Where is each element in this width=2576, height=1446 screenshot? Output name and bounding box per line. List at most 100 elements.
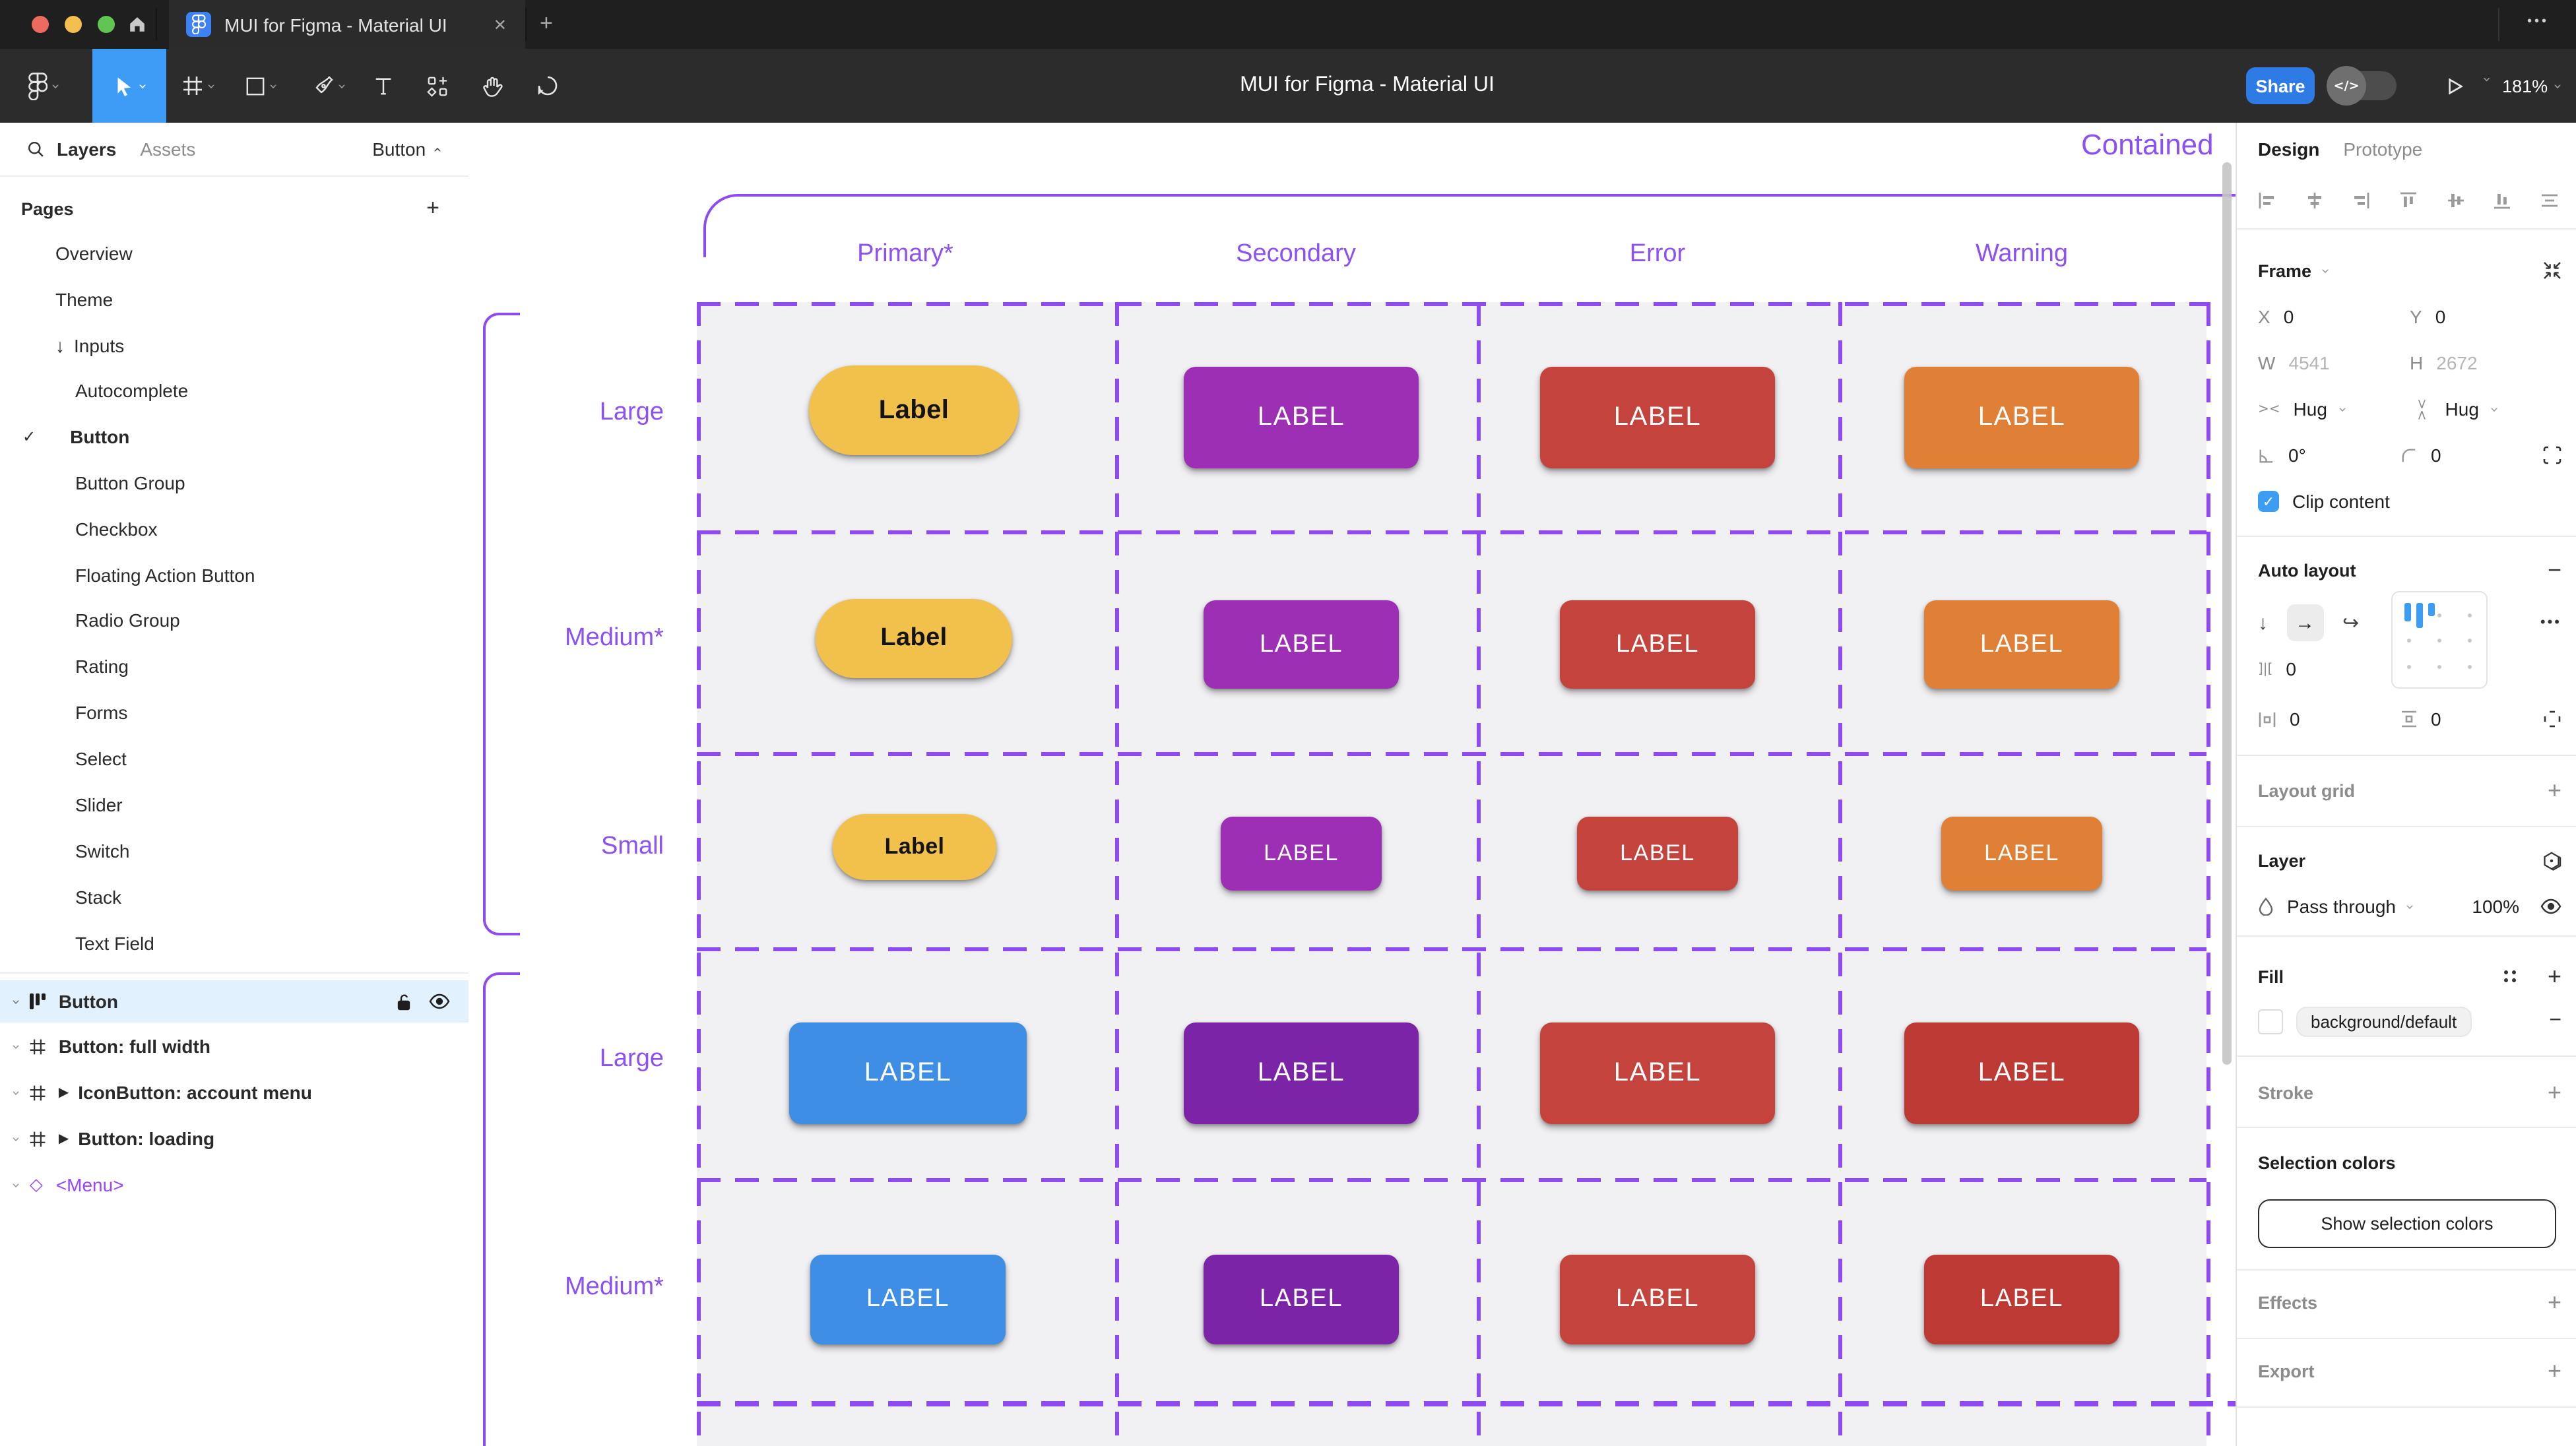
button-small-warning[interactable]: LABEL (1941, 817, 2102, 891)
horizontal-resizing-field[interactable]: >< Hug› (2258, 398, 2352, 420)
button-large-warning[interactable]: LABEL (1904, 367, 2139, 468)
present-chevron-icon[interactable]: › (2478, 77, 2496, 82)
page-item-autocomplete[interactable]: Autocomplete (75, 380, 189, 401)
present-button[interactable] (2435, 49, 2474, 123)
move-tool-selected[interactable]: › (92, 49, 166, 123)
main-menu-button[interactable]: › (13, 49, 74, 123)
button-large-warning-2[interactable]: LABEL (1904, 1022, 2139, 1124)
gap-field[interactable]: ]|[ 0 (2258, 658, 2296, 679)
window-close-button[interactable] (32, 16, 49, 33)
hand-tool[interactable] (467, 49, 517, 123)
comment-tool[interactable] (523, 49, 573, 123)
horizontal-padding-field[interactable]: 0 (2258, 708, 2400, 730)
vertical-padding-field[interactable]: 0 (2400, 708, 2543, 730)
add-layout-grid-button[interactable]: + (2547, 776, 2561, 803)
alignment-widget[interactable] (2391, 591, 2488, 689)
clip-content-checkbox[interactable]: ✓ (2258, 491, 2279, 512)
clip-content-row[interactable]: ✓ Clip content (2258, 483, 2561, 520)
button-large-primary-2[interactable]: LABEL (789, 1022, 1027, 1124)
fill-token-chip[interactable]: background/default (2296, 1006, 2472, 1036)
window-zoom-button[interactable] (98, 16, 115, 33)
button-small-secondary[interactable]: LABEL (1221, 817, 1382, 891)
show-selection-colors-button[interactable]: Show selection colors (2258, 1199, 2556, 1248)
canvas[interactable]: Contained Primary* Secondary Error Warni… (468, 123, 2236, 1446)
page-item-text-field[interactable]: Text Field (75, 933, 154, 954)
button-medium-secondary[interactable]: LABEL (1204, 600, 1399, 689)
align-top-icon[interactable] (2399, 191, 2418, 210)
button-medium-error-2[interactable]: LABEL (1560, 1255, 1755, 1344)
tab-prototype[interactable]: Prototype (2343, 139, 2423, 160)
button-large-error-2[interactable]: LABEL (1540, 1022, 1775, 1124)
layer-row-menu-component[interactable]: › ◇ <Menu> (0, 1165, 468, 1205)
visibility-icon[interactable] (429, 993, 450, 1009)
button-small-error[interactable]: LABEL (1577, 817, 1738, 891)
opacity-value[interactable]: 100% (2472, 896, 2519, 917)
remove-fill-button[interactable]: − (2549, 1009, 2561, 1032)
button-medium-warning-2[interactable]: LABEL (1924, 1255, 2119, 1344)
corner-radius-field[interactable]: 0 (2400, 445, 2543, 466)
selection-dropdown[interactable]: Button › (372, 139, 445, 160)
button-small-primary[interactable]: Label (833, 814, 996, 880)
window-minimize-button[interactable] (65, 16, 82, 33)
button-medium-secondary-2[interactable]: LABEL (1204, 1255, 1399, 1344)
page-item-select[interactable]: Select (75, 748, 127, 769)
layer-visibility-icon[interactable] (2540, 898, 2561, 914)
button-medium-primary-2[interactable]: LABEL (810, 1255, 1006, 1344)
button-large-error[interactable]: LABEL (1540, 367, 1775, 468)
resources-tool[interactable] (412, 49, 462, 123)
zoom-menu[interactable]: 181%› (2502, 49, 2565, 123)
align-left-icon[interactable] (2258, 191, 2276, 210)
page-item-radio-group[interactable]: Radio Group (75, 610, 180, 631)
blend-mode-value[interactable]: Pass through (2287, 896, 2396, 917)
rotation-field[interactable]: 0° (2258, 445, 2400, 466)
frame-title[interactable]: Contained (2081, 128, 2214, 161)
layer-row-iconbutton-account-menu[interactable]: › ▶ IconButton: account menu (0, 1073, 468, 1112)
canvas-scrollbar[interactable] (2222, 162, 2232, 1065)
page-item-inputs[interactable]: ↓Inputs (55, 335, 125, 356)
frame-section-header[interactable]: Frame (2258, 261, 2312, 280)
page-item-forms[interactable]: Forms (75, 702, 128, 723)
align-h-center-icon[interactable] (2305, 191, 2323, 210)
home-icon[interactable] (125, 12, 149, 36)
shape-tool[interactable]: › (232, 49, 290, 123)
pen-tool[interactable]: › (298, 49, 359, 123)
layout-vertical-icon[interactable]: ↓ (2258, 612, 2268, 634)
button-medium-warning[interactable]: LABEL (1924, 600, 2119, 689)
align-bottom-icon[interactable] (2494, 191, 2512, 210)
distribute-menu-icon[interactable] (2540, 193, 2561, 208)
frame-tool[interactable]: › (169, 49, 227, 123)
layout-horizontal-icon[interactable]: → (2286, 604, 2323, 641)
blend-mode-icon[interactable] (2542, 850, 2561, 870)
page-item-checkbox[interactable]: Checkbox (75, 519, 158, 540)
button-large-primary[interactable]: Label (809, 365, 1019, 455)
page-item-rating[interactable]: Rating (75, 656, 129, 677)
window-more-icon[interactable]: ••• (2527, 15, 2550, 29)
layout-wrap-icon[interactable]: ↩ (2342, 612, 2359, 635)
remove-auto-layout-button[interactable]: − (2547, 556, 2561, 582)
button-large-secondary-2[interactable]: LABEL (1184, 1022, 1419, 1124)
share-button[interactable]: Share (2246, 67, 2315, 104)
page-item-overview[interactable]: Overview (55, 243, 133, 264)
page-item-slider[interactable]: Slider (75, 794, 123, 815)
add-fill-button[interactable]: + (2547, 962, 2561, 989)
document-tab[interactable]: MUI for Figma - Material UI ✕ (169, 0, 525, 49)
add-effect-button[interactable]: + (2547, 1288, 2561, 1315)
button-medium-error[interactable]: LABEL (1560, 600, 1755, 689)
button-medium-primary[interactable]: Label (816, 599, 1012, 678)
tab-design[interactable]: Design (2258, 139, 2320, 160)
add-stroke-button[interactable]: + (2547, 1079, 2561, 1105)
page-item-stack[interactable]: Stack (75, 887, 122, 908)
unlock-icon[interactable] (395, 991, 413, 1011)
text-tool[interactable] (359, 49, 406, 123)
vertical-resizing-field[interactable]: >< Hug› (2413, 398, 2504, 420)
fill-styles-icon[interactable] (2503, 968, 2519, 984)
independent-padding-icon[interactable] (2543, 710, 2561, 728)
add-page-button[interactable]: + (426, 195, 439, 220)
collapse-icon[interactable] (2543, 261, 2561, 280)
align-v-center-icon[interactable] (2446, 191, 2464, 210)
new-tab-button[interactable]: + (540, 11, 553, 36)
align-right-icon[interactable] (2352, 191, 2371, 210)
